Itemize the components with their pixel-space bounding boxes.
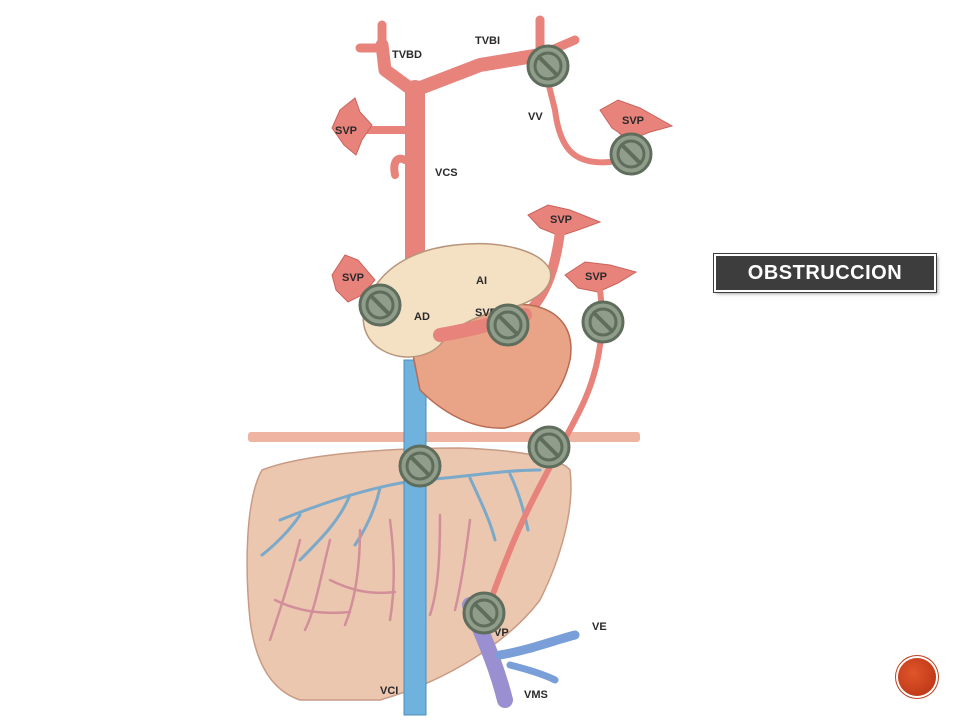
label-svp-right-top: SVP xyxy=(622,115,644,127)
label-ad: AD xyxy=(414,311,430,323)
no-entry-icon xyxy=(486,303,530,347)
label-svp-center: SVP xyxy=(550,214,572,226)
label-tvbd: TVBD xyxy=(392,49,422,61)
no-entry-icon xyxy=(581,300,625,344)
label-tvbi: TVBI xyxy=(475,35,500,47)
liver-portal-branches xyxy=(260,468,542,562)
corner-badge-icon xyxy=(898,658,936,696)
label-vci: VCI xyxy=(380,685,398,697)
superior-vena-cava-system xyxy=(355,15,643,275)
label-vcs: VCS xyxy=(435,167,458,179)
svp-plexus-shapes xyxy=(331,97,674,303)
label-vp: VP xyxy=(494,627,509,639)
label-svp-right2: SVP xyxy=(585,271,607,283)
no-entry-icon xyxy=(462,591,506,635)
no-entry-icon xyxy=(527,425,571,469)
title-box: OBSTRUCCION xyxy=(713,253,937,293)
diaphragm xyxy=(248,432,640,442)
no-entry-icon xyxy=(526,44,570,88)
no-entry-icon xyxy=(358,283,402,327)
label-svp-left: SVP xyxy=(335,125,357,137)
slide-title: OBSTRUCCION xyxy=(747,261,903,284)
inferior-vena-cava xyxy=(403,359,427,716)
no-entry-icon xyxy=(398,444,442,488)
label-vv: VV xyxy=(528,111,543,123)
label-ai: AI xyxy=(476,275,487,287)
no-entry-icon xyxy=(609,132,653,176)
label-svp-left2: SVP xyxy=(342,272,364,284)
label-vms: VMS xyxy=(524,689,548,701)
label-ve: VE xyxy=(592,621,607,633)
liver-hepatic-branches xyxy=(268,513,472,642)
